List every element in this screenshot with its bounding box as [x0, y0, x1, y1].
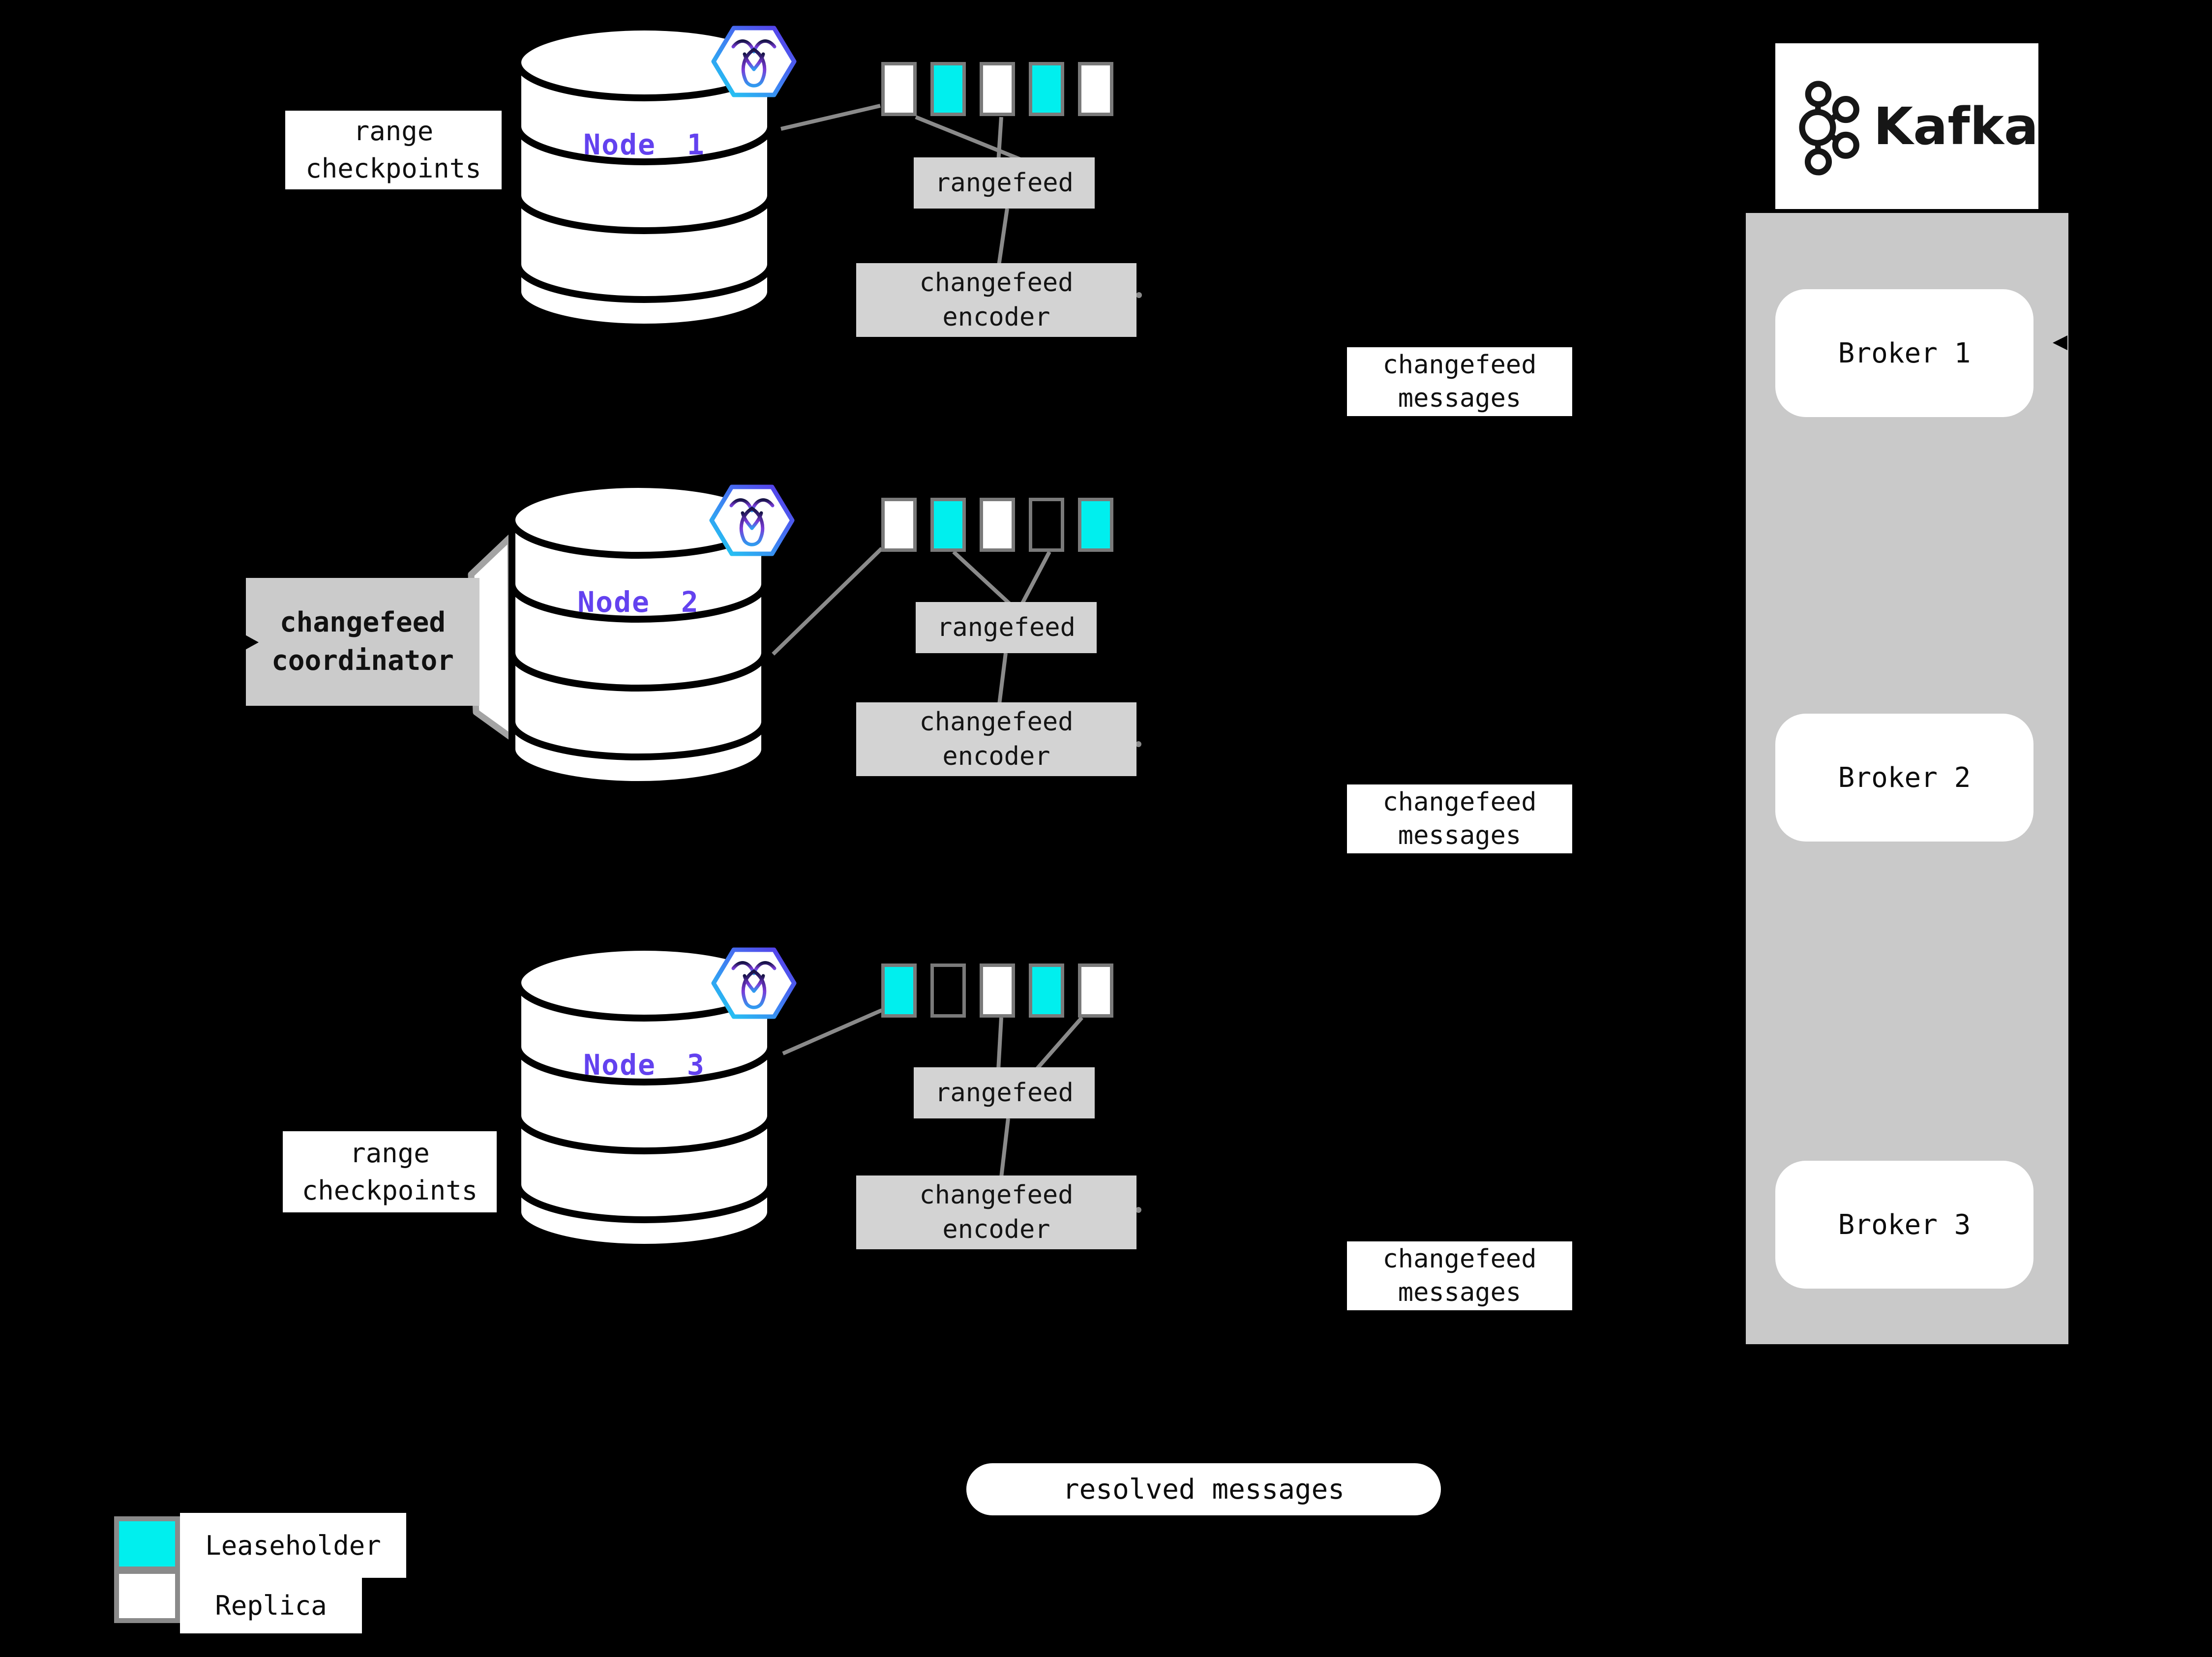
- empty-range: [1029, 498, 1064, 552]
- replica-range: [1078, 62, 1113, 116]
- database-cylinder-icon: [514, 944, 774, 1251]
- replica-range: [881, 498, 917, 552]
- leaseholder-range: [930, 498, 966, 552]
- node-1-ranges: [881, 62, 1113, 116]
- empty-range: [930, 964, 966, 1018]
- leaseholder-range: [1029, 62, 1064, 116]
- legend-replica-label: Replica: [180, 1578, 362, 1633]
- leaseholder-range: [881, 964, 917, 1018]
- changefeed-messages-label-2: changefeed messages: [1347, 784, 1572, 853]
- replica-range: [881, 62, 917, 116]
- kafka-broker-2: Broker 2: [1775, 714, 2033, 842]
- changefeed-messages-label-1: changefeed messages: [1347, 347, 1572, 416]
- legend-leaseholder-label: Leaseholder: [180, 1513, 406, 1578]
- legend-leaseholder-swatch: [114, 1516, 180, 1571]
- cockroachdb-icon: [708, 481, 796, 560]
- kafka-icon: [1799, 80, 1859, 176]
- node-1-label: Node 1: [583, 128, 705, 161]
- database-cylinder-icon: [508, 481, 768, 788]
- range-checkpoints-label-bottom: range checkpoints: [283, 1131, 497, 1212]
- replica-range: [1078, 964, 1113, 1018]
- node-2-ranges: [881, 498, 1113, 552]
- node-3-label: Node 3: [583, 1048, 705, 1082]
- changefeed-encoder-box-2: changefeed encoder: [856, 702, 1136, 776]
- cockroachdb-icon: [710, 22, 798, 101]
- legend-replica-swatch: [114, 1569, 180, 1623]
- kafka-logo: Kafka: [1775, 43, 2038, 209]
- node-2-label: Node 2: [577, 585, 699, 619]
- rangefeed-box-1: rangefeed: [914, 157, 1095, 209]
- replica-range: [980, 964, 1015, 1018]
- rangefeed-box-2: rangefeed: [916, 602, 1097, 653]
- changefeed-encoder-box-1: changefeed encoder: [856, 263, 1136, 337]
- node-3-database-cylinder: Node 3: [514, 942, 775, 1252]
- changefeed-encoder-box-3: changefeed encoder: [856, 1175, 1136, 1249]
- kafka-broker-3: Broker 3: [1775, 1161, 2033, 1289]
- range-checkpoints-label-top: range checkpoints: [285, 111, 502, 189]
- cockroachdb-icon: [710, 944, 798, 1023]
- leaseholder-range: [1078, 498, 1113, 552]
- changefeed-messages-label-3: changefeed messages: [1347, 1241, 1572, 1310]
- resolved-messages-label: resolved messages: [966, 1463, 1441, 1515]
- kafka-logo-text: Kafka: [1873, 96, 2038, 156]
- node-2-database-cylinder: Node 2: [508, 480, 769, 789]
- changefeed-coordinator-callout: changefeed coordinator: [246, 578, 479, 706]
- replica-range: [980, 498, 1015, 552]
- leaseholder-range: [930, 62, 966, 116]
- node-3-ranges: [881, 964, 1113, 1018]
- kafka-broker-1: Broker 1: [1775, 289, 2033, 417]
- rangefeed-box-3: rangefeed: [914, 1067, 1095, 1118]
- replica-range: [980, 62, 1015, 116]
- leaseholder-range: [1029, 964, 1064, 1018]
